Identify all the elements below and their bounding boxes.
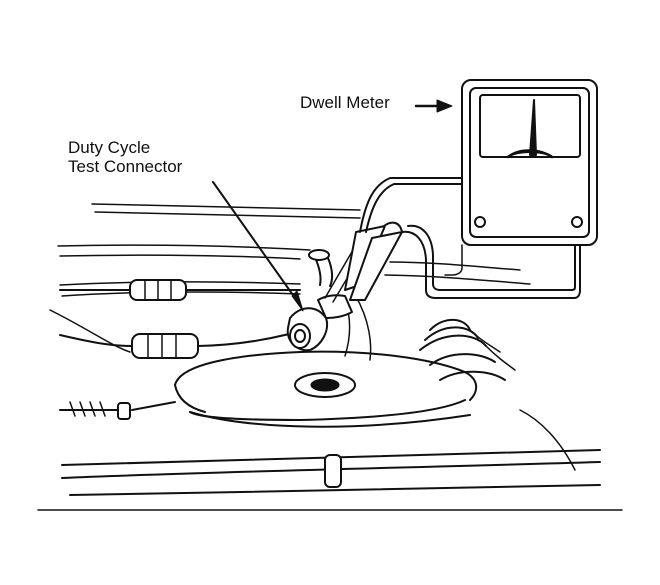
harness-connectors [59,279,321,359]
ribbed-hoses [419,318,516,381]
air-cleaner [174,350,478,428]
lower-hoses [59,401,601,496]
dwell-meter-label: Dwell Meter [300,93,390,112]
duty-cycle-label-line1: Duty Cycle [68,138,151,157]
meter-leads [324,177,581,303]
duty-cycle-label-line2: Test Connector [68,157,183,176]
background-lines [49,203,531,353]
dwell-meter [444,79,598,276]
pointer-arrows [212,99,453,312]
